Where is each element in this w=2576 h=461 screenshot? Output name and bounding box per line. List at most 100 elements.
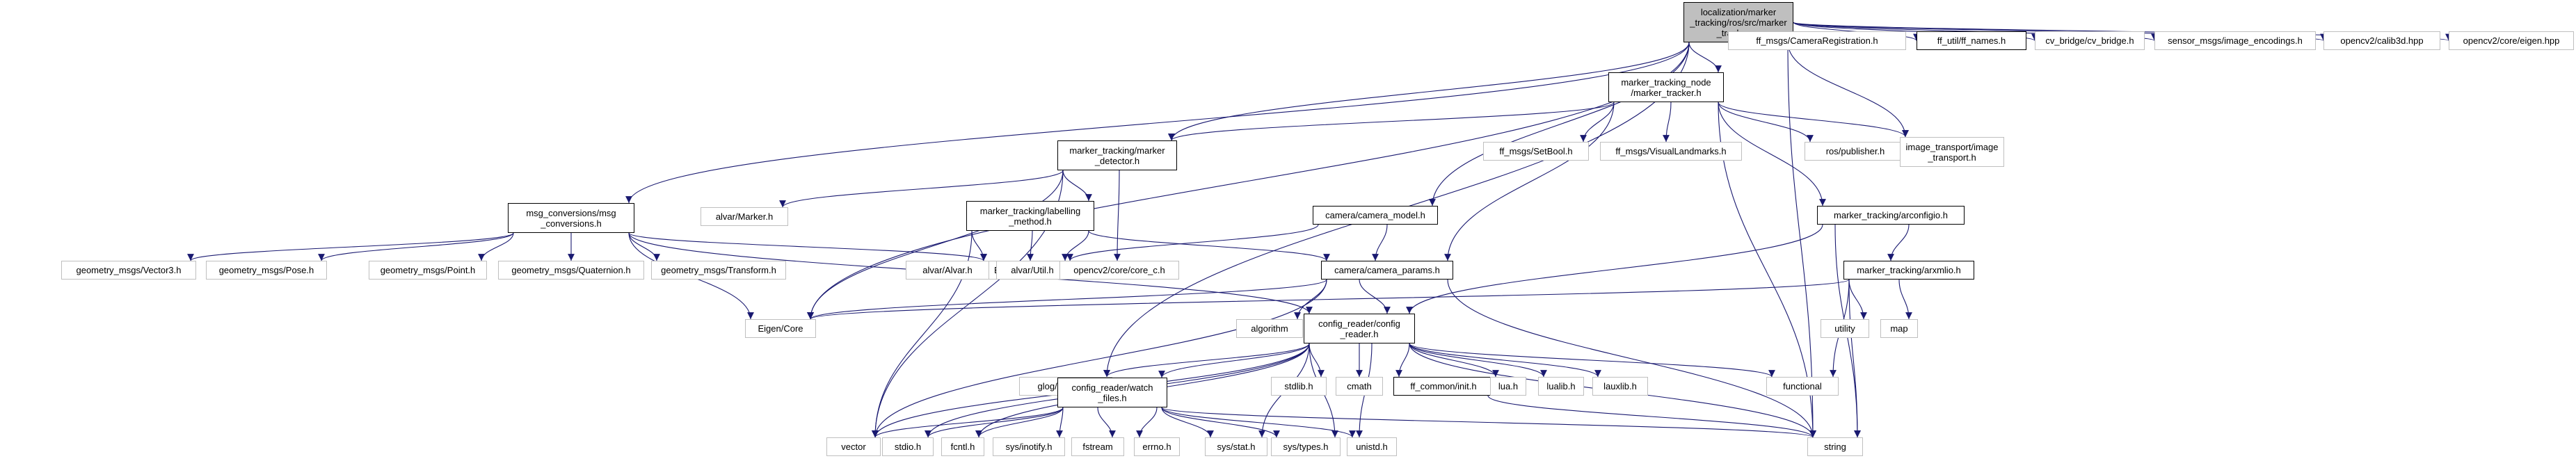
edge-cam-model-to-cam-params — [1372, 224, 1388, 261]
edge-main-to-node — [1688, 42, 1722, 73]
node-point: geometry_msgs/Point.h — [369, 261, 487, 280]
edge-watch-files-to-fcntl — [975, 407, 1064, 438]
node-label: ros/publisher.h — [1825, 146, 1885, 156]
node-stdlib: stdlib.h — [1271, 377, 1327, 396]
node-stat: sys/stat.h — [1205, 437, 1267, 456]
edge-cam-params-to-eigen-core — [807, 279, 1327, 320]
edge-watch-files-to-fstream — [1097, 407, 1116, 438]
edge-labelling-to-cam-params — [1088, 230, 1330, 261]
node-label: _reader.h — [1340, 328, 1379, 339]
node-fstream: fstream — [1071, 437, 1124, 456]
node-label: fstream — [1082, 442, 1113, 452]
node-label: marker_tracking/marker — [1069, 145, 1165, 156]
node-label: /marker_tracker.h — [1631, 87, 1702, 98]
node-label: ff_util/ff_names.h — [1937, 35, 2006, 46]
edge-watch-files-to-types — [1161, 407, 1280, 438]
node-label: marker_tracking/arconfigio.h — [1833, 210, 1949, 220]
node-label: alvar/Alvar.h — [922, 265, 973, 275]
node-label: map — [1890, 323, 1908, 334]
node-label: functional — [1783, 381, 1822, 391]
edge-msgconv-to-transform — [628, 232, 660, 261]
node-label: config_reader/watch — [1071, 382, 1153, 393]
node-label: vector — [841, 442, 866, 452]
node-label: ff_msgs/VisualLandmarks.h — [1615, 146, 1727, 156]
node-setbool: ff_msgs/SetBool.h — [1483, 142, 1589, 161]
node-lauxlib: lauxlib.h — [1592, 377, 1648, 396]
edge-ff-init-to-string — [1487, 395, 1816, 438]
edge-detector-to-core-c — [1114, 170, 1121, 261]
edge-arxmlio-to-string — [1848, 279, 1861, 438]
node-label: sensor_msgs/image_encodings.h — [2168, 35, 2303, 46]
node-msgconv[interactable]: msg_conversions/msg_conversions.h — [508, 203, 634, 233]
node-label: geometry_msgs/Transform.h — [661, 265, 776, 275]
edge-labelling-to-alvar — [971, 230, 987, 261]
edge-node-to-img-transport — [1718, 102, 1909, 138]
node-eigen-core: Eigen/Core — [745, 319, 816, 338]
node-ff-names[interactable]: ff_util/ff_names.h — [1917, 31, 2026, 50]
node-label: lualib.h — [1546, 381, 1576, 391]
node-inotify: sys/inotify.h — [993, 437, 1065, 456]
node-fcntl: fcntl.h — [941, 437, 984, 456]
node-arxmlio[interactable]: marker_tracking/arxmlio.h — [1843, 261, 1974, 280]
edge-watch-files-to-inotify — [1056, 407, 1064, 438]
node-calib3d: opencv2/calib3d.hpp — [2323, 31, 2440, 50]
edge-msgconv-to-vec3 — [187, 232, 514, 261]
edge-detector-to-labelling — [1062, 170, 1092, 202]
edge-arxmlio-to-utility — [1848, 279, 1867, 320]
edge-cam-params-to-vector — [872, 279, 1327, 438]
node-errno: errno.h — [1134, 437, 1180, 456]
edge-config-reader-to-ff-init — [1395, 343, 1410, 378]
node-cam-params[interactable]: camera/camera_params.h — [1321, 261, 1453, 280]
node-vec3: geometry_msgs/Vector3.h — [61, 261, 196, 280]
node-watch-files[interactable]: config_reader/watch_files.h — [1057, 378, 1167, 407]
edge-watch-files-to-errno — [1136, 407, 1158, 438]
node-algorithm: algorithm — [1236, 319, 1303, 338]
node-label: cmath — [1347, 381, 1372, 391]
node-label: _tracking/ros/src/marker — [1690, 17, 1787, 28]
node-visland: ff_msgs/VisualLandmarks.h — [1600, 142, 1742, 161]
edge-main-to-img-transport — [1787, 42, 1909, 138]
node-label: marker_tracking/arxmlio.h — [1857, 265, 1961, 275]
edge-watch-files-to-string — [1161, 407, 1816, 438]
node-ff-init[interactable]: ff_common/init.h — [1393, 377, 1494, 396]
node-label: Eigen/Core — [758, 323, 803, 334]
edge-arconfigio-to-config-reader — [1406, 224, 1823, 314]
node-labelling[interactable]: marker_tracking/labelling_method.h — [966, 201, 1094, 231]
edge-watch-files-to-stdio — [925, 407, 1064, 438]
edge-node-to-setbool — [1580, 102, 1615, 143]
node-label: geometry_msgs/Quaternion.h — [511, 265, 631, 275]
edge-main-to-cam-model — [1429, 42, 1690, 207]
node-arconfigio[interactable]: marker_tracking/arconfigio.h — [1817, 206, 1965, 225]
edge-labelling-to-core-c — [1062, 230, 1089, 261]
node-config-reader[interactable]: config_reader/config_reader.h — [1304, 314, 1415, 343]
node-cmath: cmath — [1336, 377, 1383, 396]
node-label: _conversions.h — [541, 218, 602, 229]
node-cam-model[interactable]: camera/camera_model.h — [1313, 206, 1438, 225]
node-label: opencv2/core/core_c.h — [1073, 265, 1165, 275]
edge-node-to-detector — [1168, 102, 1615, 141]
edge-config-reader-to-lua — [1409, 343, 1499, 378]
node-label: geometry_msgs/Pose.h — [218, 265, 314, 275]
edge-watch-files-to-unistd — [1161, 407, 1356, 438]
node-label: _detector.h — [1094, 155, 1140, 166]
node-detector[interactable]: marker_tracking/marker_detector.h — [1057, 140, 1177, 170]
node-functional: functional — [1766, 377, 1839, 396]
node-label: image_transport/image — [1905, 141, 1999, 152]
edge-node-to-arconfigio — [1718, 102, 1826, 207]
node-stdio: stdio.h — [882, 437, 934, 456]
node-label: config_reader/config — [1318, 318, 1400, 329]
node-node[interactable]: marker_tracking_node/marker_tracker.h — [1608, 72, 1724, 102]
node-label: opencv2/core/eigen.hpp — [2463, 35, 2560, 46]
node-label: string — [1824, 442, 1846, 452]
edge-watch-files-to-stat — [1161, 407, 1214, 438]
edge-detector-to-eigen-core — [807, 170, 1064, 320]
edge-node-to-visland — [1663, 102, 1672, 143]
node-alvar-marker: alvar/Marker.h — [701, 207, 788, 226]
node-label: algorithm — [1251, 323, 1288, 334]
edge-detector-to-alvar-marker — [779, 170, 1064, 208]
edge-cam-params-to-string — [1447, 279, 1816, 438]
node-label: stdio.h — [894, 442, 922, 452]
edge-node-to-publisher — [1718, 102, 1814, 143]
node-label: errno.h — [1142, 442, 1171, 452]
node-label: _files.h — [1098, 392, 1127, 403]
